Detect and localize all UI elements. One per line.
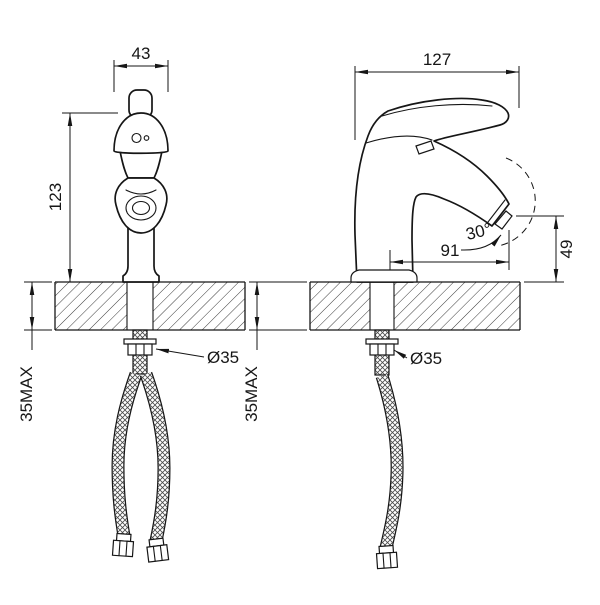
aerator-face-line (487, 199, 506, 223)
dim-side-height: 49 (516, 215, 576, 283)
handle-dome (113, 112, 169, 155)
supply-hose-side (375, 374, 404, 570)
hose-connector-nut (146, 537, 170, 563)
dim-side-shank-dia: Ø35 (393, 349, 442, 368)
dim-front-width: 43 (113, 44, 169, 92)
lever-end-detail (415, 140, 435, 155)
indicator-dot (143, 135, 150, 141)
dim-front-shank-dia-label: Ø35 (207, 348, 239, 367)
dim-front-height-label: 123 (46, 183, 65, 211)
dim-side-reach-label: 91 (441, 241, 460, 260)
indicator-dot (131, 132, 142, 144)
dim-front-shank-dia: Ø35 (155, 348, 239, 367)
dimensions: 43 123 35MAX Ø35 127 30° (17, 44, 576, 422)
dim-side-reach: 91 (389, 230, 510, 270)
supply-hose-left (111, 371, 143, 558)
aerator-inner (131, 200, 151, 216)
counter-front (54, 281, 246, 331)
mounting-washer (123, 338, 157, 345)
faucet-side-body (353, 97, 510, 283)
aerator-outer (125, 195, 157, 221)
hose-connector-nut (375, 544, 399, 570)
cartridge-seam (365, 135, 433, 144)
dim-side-shank-dia-label: Ø35 (410, 349, 442, 368)
lever-crease (381, 103, 493, 117)
mounting-washer (365, 338, 399, 345)
dim-side-height-label: 49 (557, 240, 576, 259)
counter-side (309, 281, 521, 331)
dim-side-counter-max: 35MAX (242, 281, 307, 422)
dim-front-height: 123 (46, 112, 118, 282)
mounting-shank-front (123, 329, 157, 375)
aerator-swivel-arc (497, 157, 536, 247)
dim-side-counter-max-label: 35MAX (242, 366, 261, 422)
faucet-base-plate (350, 269, 418, 283)
dim-front-counter-max-label: 35MAX (17, 366, 36, 422)
dim-front-counter-max: 35MAX (17, 281, 52, 422)
faucet-front (113, 89, 169, 283)
mounting-nut (127, 343, 153, 356)
faucet-side (350, 97, 536, 283)
mounting-nut (369, 343, 395, 356)
faucet-neck (119, 150, 163, 179)
front-view (54, 89, 246, 563)
side-view (309, 97, 536, 570)
supply-hose-right (139, 371, 171, 563)
spout-bulb (114, 177, 168, 234)
hose-connector-nut (111, 532, 135, 558)
aerator-nozzle (494, 210, 513, 230)
dim-side-length-label: 127 (423, 50, 451, 69)
faucet-base-column (122, 217, 160, 283)
mounting-shank-side (365, 329, 399, 376)
dim-front-width-label: 43 (132, 44, 151, 63)
dim-side-length: 127 (354, 50, 520, 140)
